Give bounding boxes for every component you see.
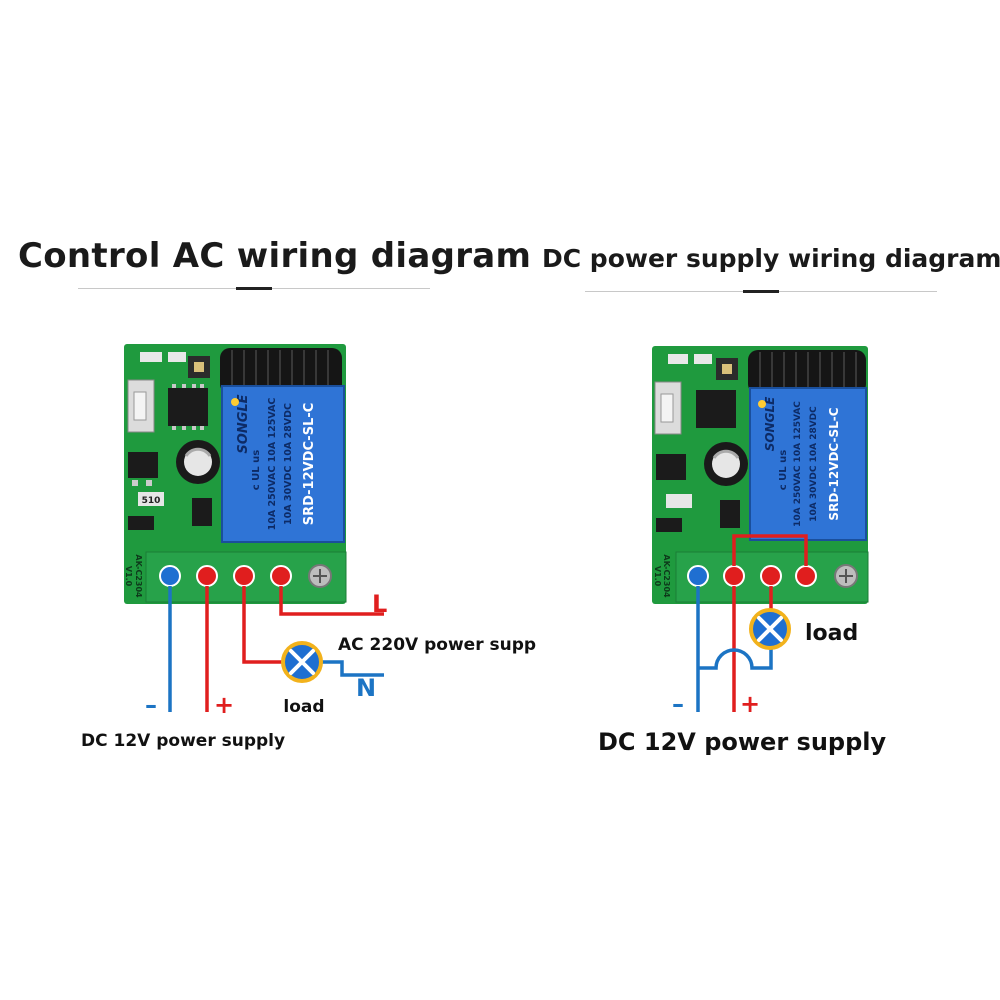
label-live: L — [372, 590, 387, 618]
antenna-coil — [748, 350, 866, 394]
label-dc-supply: DC 12V power supply — [598, 728, 886, 756]
terminal-4-no — [795, 565, 817, 587]
left-title-underline — [78, 287, 430, 290]
right-load-lamp-icon — [749, 608, 791, 650]
label-minus: – — [145, 691, 157, 719]
label-ac-supply: AC 220V power supp — [338, 635, 536, 655]
decoder-ic — [696, 390, 736, 428]
right-title-underline — [585, 290, 937, 293]
svg-text:510: 510 — [142, 496, 161, 506]
wire-live — [279, 586, 384, 616]
relay-brand: SONGLE — [236, 394, 251, 453]
relay-model: SRD-12VDC-SL-C — [827, 407, 841, 520]
label-neutral: N — [356, 674, 376, 702]
right-relay-board: SONGLE 10A 250VAC 10A 125VAC 10A 30VDC 1… — [652, 346, 869, 604]
relay-cert-marks: c UL us — [778, 450, 789, 491]
label-plus: + — [214, 691, 234, 719]
antenna-coil — [220, 348, 342, 394]
wire-com-to-load — [242, 586, 282, 664]
decoder-ic — [168, 388, 208, 426]
terminal-3-com — [233, 565, 255, 587]
resistor-510 — [138, 492, 164, 506]
terminal-3-com — [760, 565, 782, 587]
label-plus: + — [740, 690, 760, 718]
relay-rating-2: 10A 30VDC 10A 28VDC — [809, 406, 819, 522]
terminal-2-plus — [723, 565, 745, 587]
left-relay: SONGLE 10A 250VAC 10A 125VAC 10A 30VDC 1… — [221, 385, 345, 543]
left-diagram: 510 SONGLE 10A 250VAC 10A 125VAC 10A 30V… — [81, 344, 536, 751]
label-load: load — [805, 621, 858, 646]
relay-brand: SONGLE — [763, 396, 777, 451]
terminal-1-minus — [687, 565, 709, 587]
label-load: load — [283, 697, 324, 717]
left-diagram-title: Control AC wiring diagram — [18, 236, 532, 276]
terminal-4-no — [270, 565, 292, 587]
relay-rating-1: 10A 250VAC 10A 125VAC — [267, 398, 278, 531]
right-diagram: SONGLE 10A 250VAC 10A 125VAC 10A 30VDC 1… — [598, 346, 886, 756]
wire-neutral — [322, 660, 384, 677]
label-dc-supply: DC 12V power supply — [81, 731, 285, 751]
terminal-2-plus — [196, 565, 218, 587]
pcb-code: AK-C2304 — [134, 554, 143, 598]
pcb-version: V1.0 — [124, 566, 133, 587]
pcb-code: AK-C2304 — [662, 554, 671, 598]
relay-model: SRD-12VDC-SL-C — [302, 403, 317, 526]
left-relay-board: 510 SONGLE 10A 250VAC 10A 125VAC 10A 30V… — [124, 344, 347, 604]
terminal-1-minus — [159, 565, 181, 587]
relay-rating-1: 10A 250VAC 10A 125VAC — [793, 401, 803, 527]
left-wires — [168, 586, 384, 712]
right-diagram-title: DC power supply wiring diagram — [542, 244, 1000, 273]
right-wires — [696, 534, 808, 712]
relay-rating-2: 10A 30VDC 10A 28VDC — [283, 403, 294, 525]
wire-load-return — [698, 648, 773, 670]
wire-plus-to-no-jumper — [732, 534, 808, 566]
label-minus: – — [672, 690, 684, 718]
pcb-version: V1.0 — [653, 566, 662, 587]
right-relay: SONGLE 10A 250VAC 10A 125VAC 10A 30VDC 1… — [749, 387, 867, 541]
relay-cert-marks: c UL us — [251, 450, 262, 491]
left-load-lamp-icon — [281, 641, 323, 683]
